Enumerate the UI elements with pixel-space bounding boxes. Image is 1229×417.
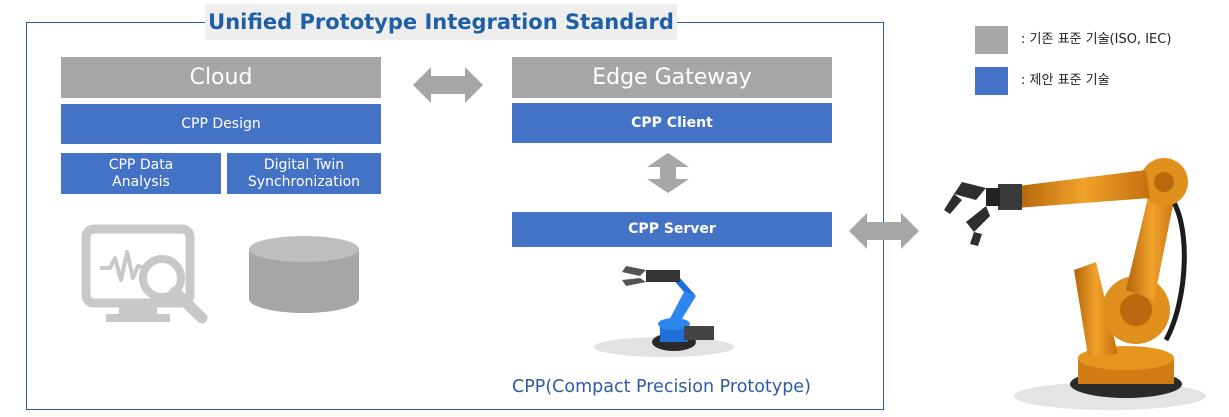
cloud-header: Cloud [61,57,381,98]
cpp-caption: CPP(Compact Precision Prototype) [512,377,811,397]
edge-gateway-header: Edge Gateway [512,57,832,98]
legend-proposed-swatch [975,67,1008,95]
legend-existing-label: : 기존 표준 기술(ISO, IEC) [1021,32,1172,47]
cpp-data-analysis-box: CPP Data Analysis [61,153,221,194]
prototype-robot-arrow [849,213,919,249]
monitor-analysis-icon [81,224,208,324]
legend-proposed-label: : 제안 표준 기술 [1021,73,1110,88]
title-background [205,4,677,40]
client-server-arrow [647,153,689,193]
cpp-design-box: CPP Design [61,104,381,144]
cpp-server-box: CPP Server [512,212,832,247]
cpp-data-analysis-label: CPP Data Analysis [108,156,174,190]
compact-robot-arm-image [594,266,734,357]
digital-twin-label: Digital Twin Synchronization [247,156,361,190]
cloud-edge-arrow [413,67,483,103]
diagram-title: Unified Prototype Integration Standard [208,10,674,34]
industrial-robot-arm-image [944,158,1206,410]
cpp-client-box: CPP Client [512,103,832,143]
legend-existing-swatch [975,26,1008,54]
database-icon [249,236,359,313]
digital-twin-box: Digital Twin Synchronization [227,153,381,194]
